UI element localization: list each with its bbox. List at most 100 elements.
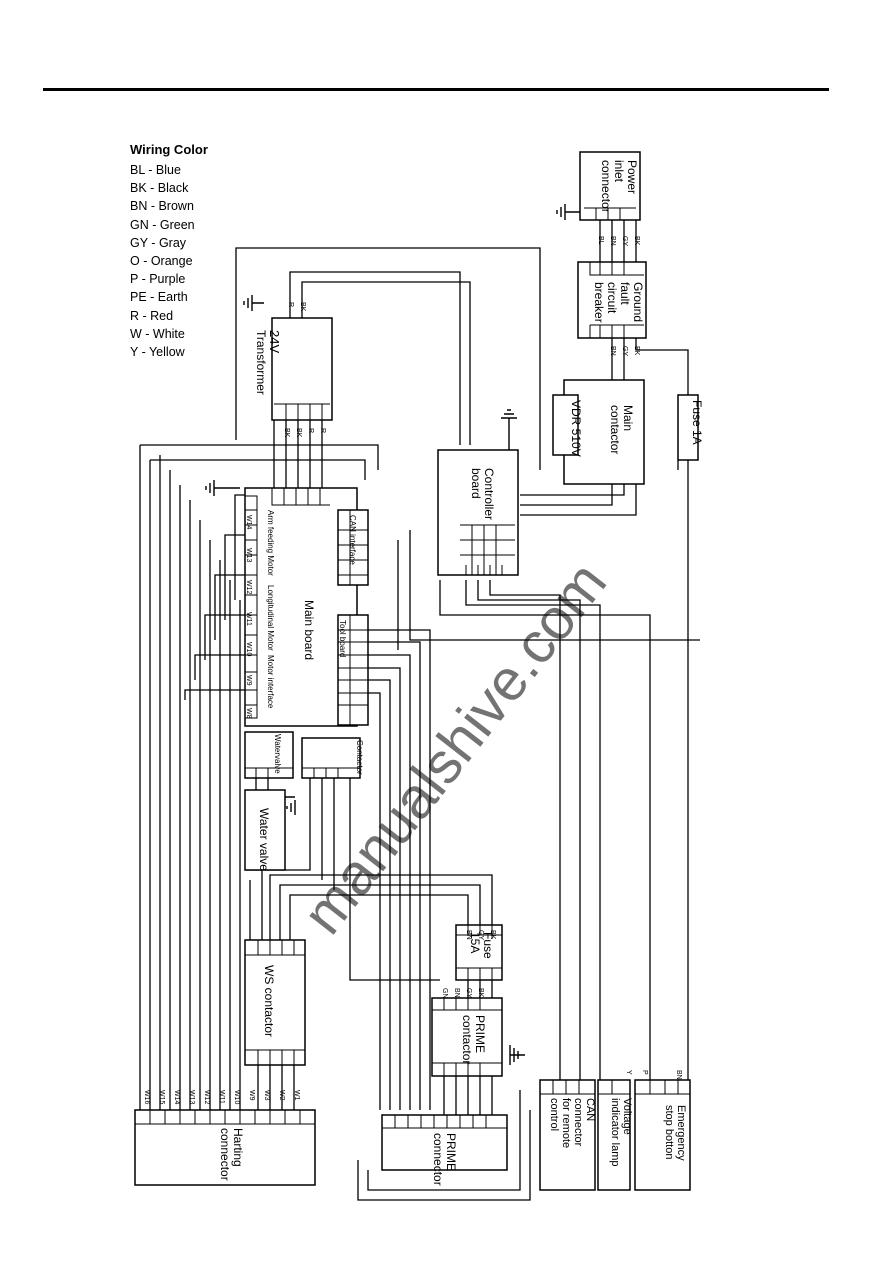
wire-label: R bbox=[319, 428, 326, 433]
vdr-box bbox=[552, 394, 579, 456]
legend-item: O - Orange bbox=[130, 254, 193, 269]
controller-box bbox=[437, 449, 519, 576]
wire-label: R bbox=[287, 302, 294, 307]
ws-contactor-label: WS contactor bbox=[262, 965, 276, 1037]
wire-label: BK bbox=[633, 236, 640, 246]
legend-item: W - White bbox=[130, 326, 185, 341]
can-connector-label: connector bbox=[572, 1098, 584, 1147]
legend-item: BN - Brown bbox=[130, 199, 194, 214]
ground-icon bbox=[280, 796, 296, 815]
ground-icon bbox=[205, 480, 240, 496]
wires bbox=[139, 220, 700, 1201]
emergency-label: stop botton bbox=[663, 1105, 675, 1159]
watervalve-hdr-label: Watervalve bbox=[273, 734, 282, 774]
wire-label: BK bbox=[477, 988, 484, 998]
gfci-label: breaker bbox=[592, 282, 606, 323]
wire-label: W15 bbox=[158, 1090, 165, 1105]
water-valve-box bbox=[244, 789, 286, 871]
gfci-label: Ground bbox=[631, 282, 645, 322]
harting-label: Harting bbox=[231, 1128, 245, 1167]
wire-label: W13 bbox=[245, 548, 252, 563]
vdr-label: VDR 510V bbox=[569, 400, 583, 457]
wire-label: BN bbox=[453, 988, 460, 998]
component-labels: Power inlet connector Ground fault circu… bbox=[218, 160, 704, 1186]
wire-label: W9 bbox=[248, 1090, 255, 1101]
can-connector-label: for remote bbox=[560, 1098, 572, 1148]
fuse-1a-label: Fuse 1A bbox=[690, 400, 704, 445]
fuse-15a-label: Fuse bbox=[481, 932, 495, 959]
wire-label: BK bbox=[283, 428, 290, 438]
wire-label: W8 bbox=[245, 708, 252, 719]
voltage-lamp-label: Voltage bbox=[621, 1098, 633, 1135]
can-iface-box bbox=[337, 509, 369, 586]
fuse-15a-box bbox=[455, 924, 503, 981]
contactor-hdr-label: Contactor bbox=[355, 740, 364, 775]
voltage-lamp-label: indicator lamp bbox=[609, 1098, 621, 1166]
wire-label: W2 bbox=[278, 1090, 285, 1101]
wiring-color-legend: BL - Blue BK - Black BN - Brown GN - Gre… bbox=[130, 161, 195, 361]
ground-icon bbox=[509, 1045, 525, 1065]
wire-label: GY bbox=[465, 988, 472, 998]
wire-label: W3 bbox=[263, 1090, 270, 1101]
wire-label: BK bbox=[489, 930, 496, 940]
can-iface-label: CAN interface bbox=[348, 515, 357, 565]
contactor-hdr-box bbox=[301, 737, 361, 779]
header-rule bbox=[43, 88, 829, 91]
water-valve-label: Water valve bbox=[257, 808, 271, 871]
wire-label: W14 bbox=[245, 515, 252, 530]
wire-label: BN bbox=[609, 236, 616, 246]
wire-label: W11 bbox=[245, 612, 252, 626]
wire-label: W1 bbox=[293, 1090, 300, 1101]
ground-icon bbox=[556, 204, 580, 220]
legend-item: BL - Blue bbox=[130, 163, 181, 177]
wire-label: W10 bbox=[233, 1090, 240, 1105]
prime-contactor-label: contactor bbox=[460, 1015, 474, 1064]
legend-item: P - Purple bbox=[130, 272, 186, 287]
legend-item: PE - Earth bbox=[130, 290, 188, 305]
wire-label: W12 bbox=[245, 580, 252, 595]
wire-label: BN bbox=[675, 1070, 682, 1080]
prime-connector-label: PRIME bbox=[444, 1133, 458, 1171]
can-connector-box bbox=[539, 1079, 596, 1191]
wire-label: P bbox=[641, 1070, 648, 1075]
harting-label: connector bbox=[218, 1128, 232, 1181]
wire-label: BN bbox=[609, 346, 616, 356]
wire-label: GN bbox=[441, 988, 448, 999]
fuse-15a-label: 15A bbox=[468, 932, 482, 953]
wire-label: BN bbox=[465, 930, 472, 940]
main-board-label: Main board bbox=[302, 600, 316, 660]
controller-label: board bbox=[469, 468, 483, 499]
main-contactor-label: contactor bbox=[608, 405, 622, 454]
can-connector-label: CAN bbox=[584, 1098, 596, 1121]
wire-label: GY bbox=[621, 346, 628, 356]
arm-motor-label: Arm feeding Motor bbox=[266, 510, 275, 576]
wire-label: R bbox=[307, 428, 314, 433]
legend-item: GN - Green bbox=[130, 217, 195, 232]
wire-label: W13 bbox=[188, 1090, 195, 1105]
emergency-label: Emergency bbox=[675, 1105, 687, 1161]
power-inlet-label: inlet bbox=[612, 160, 626, 183]
prime-connector-label: connector bbox=[431, 1133, 445, 1186]
power-inlet-label: connector bbox=[599, 160, 613, 213]
wire-label: W16 bbox=[143, 1090, 150, 1105]
long-motor-label: Longitudinal Motor bbox=[266, 585, 275, 651]
legend-item: BK - Black bbox=[130, 181, 189, 196]
wire-label: Y bbox=[625, 1070, 632, 1075]
watervalve-hdr-box bbox=[244, 731, 294, 779]
wire-label: BK bbox=[633, 346, 640, 356]
can-connector-label: control bbox=[548, 1098, 560, 1131]
wire-label: BK bbox=[295, 428, 302, 438]
emergency-box bbox=[634, 1079, 691, 1191]
ground-icon bbox=[501, 409, 517, 460]
transformer-box bbox=[271, 317, 333, 421]
ground-symbols bbox=[205, 204, 580, 1065]
tool-board-label: Tool board bbox=[338, 620, 347, 657]
wire-label: W9 bbox=[245, 675, 252, 686]
motor-iface-label: Motor interface bbox=[266, 655, 275, 709]
wire-label: GY bbox=[621, 236, 628, 246]
legend-title: Wiring Color bbox=[130, 142, 208, 157]
prime-contactor-label: PRIME bbox=[473, 1015, 487, 1053]
wire-label: BL bbox=[597, 236, 604, 245]
gfci-label: circuit bbox=[605, 282, 619, 314]
